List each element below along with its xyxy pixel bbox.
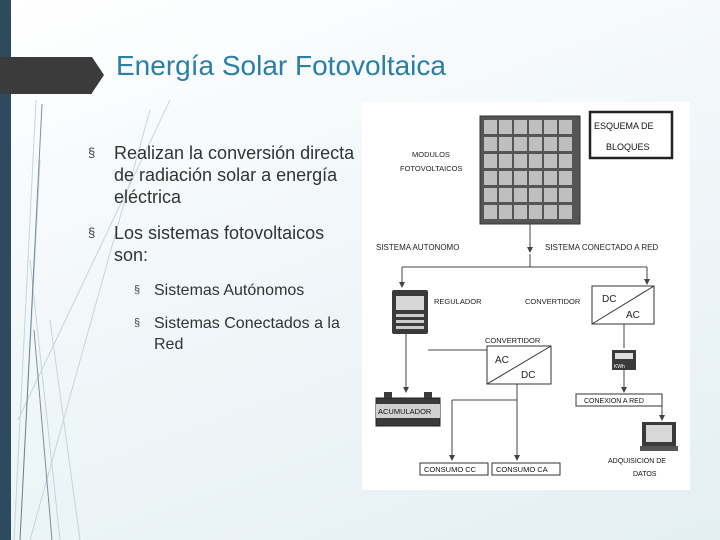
bullet-marker-icon: § xyxy=(88,145,96,160)
bullet-text: Los sistemas fotovoltaicos son: xyxy=(114,223,325,265)
slide-title: Energía Solar Fotovoltaica xyxy=(116,50,446,81)
label-daq-2: DATOS xyxy=(633,471,657,478)
computer-icon xyxy=(640,422,678,451)
bullet-list: § Realizan la conversión directa de radi… xyxy=(88,142,358,367)
label-scheme-1: ESQUEMA DE xyxy=(594,121,654,131)
label-scheme-2: BLOQUES xyxy=(606,142,650,152)
label-grid: SISTEMA CONECTADO A RED xyxy=(545,243,658,252)
label-dc-top: DC xyxy=(602,294,616,305)
label-daq-1: ADQUISICION DE xyxy=(608,458,666,465)
label-regulator: REGULADOR xyxy=(434,297,482,306)
label-ac-mid: AC xyxy=(495,355,509,366)
block-diagram-svg: MODULOS FOTOVOLTAICOS ESQUEMA DE BLOQUES… xyxy=(375,110,678,478)
sub-bullet-text: Sistemas Autónomos xyxy=(154,282,305,299)
scheme-box xyxy=(588,110,674,160)
label-autonomous: SISTEMA AUTONOMO xyxy=(376,243,459,252)
bullet-marker-icon: § xyxy=(134,317,141,329)
label-dc-mid: DC xyxy=(521,370,535,381)
bullet-item: § Realizan la conversión directa de radi… xyxy=(88,142,358,208)
grid-connection-box xyxy=(575,393,663,407)
sub-bullet-item: § Sistemas Autónomos xyxy=(120,280,358,301)
sub-bullet-text: Sistemas Conectados a la Red xyxy=(154,315,340,353)
sub-bullet-item: § Sistemas Conectados a la Red xyxy=(120,313,358,355)
label-ac-top: AC xyxy=(626,310,640,321)
slide-left-bar xyxy=(0,0,11,540)
label-modules: MODULOS xyxy=(412,150,450,159)
energy-meter-icon: KWh xyxy=(612,324,636,370)
solar-panel-icon xyxy=(479,115,581,225)
bullet-item: § Los sistemas fotovoltaicos son: xyxy=(88,222,358,266)
consumo-ca-box xyxy=(491,462,561,476)
label-battery: ACUMULADOR xyxy=(378,407,432,416)
battery-icon xyxy=(375,392,441,427)
bullet-text: Realizan la conversión directa de radiac… xyxy=(114,143,355,207)
label-converter-mid: CONVERTIDOR xyxy=(485,336,541,345)
bullet-marker-icon: § xyxy=(134,284,141,296)
label-grid-conn: CONEXION A RED xyxy=(584,398,644,405)
label-consumo-ca: CONSUMO CA xyxy=(496,465,548,474)
bullet-marker-icon: § xyxy=(88,225,96,240)
label-modules-2: FOTOVOLTAICOS xyxy=(400,164,463,173)
label-consumo-cc: CONSUMO CC xyxy=(424,465,477,474)
label-converter-top: CONVERTIDOR xyxy=(525,297,581,306)
regulator-icon xyxy=(392,290,428,334)
block-diagram: MODULOS FOTOVOLTAICOS ESQUEMA DE BLOQUES… xyxy=(362,102,690,490)
title-accent-tab xyxy=(0,57,104,94)
meter-label: KWh xyxy=(614,364,625,370)
consumo-cc-box xyxy=(419,462,489,476)
